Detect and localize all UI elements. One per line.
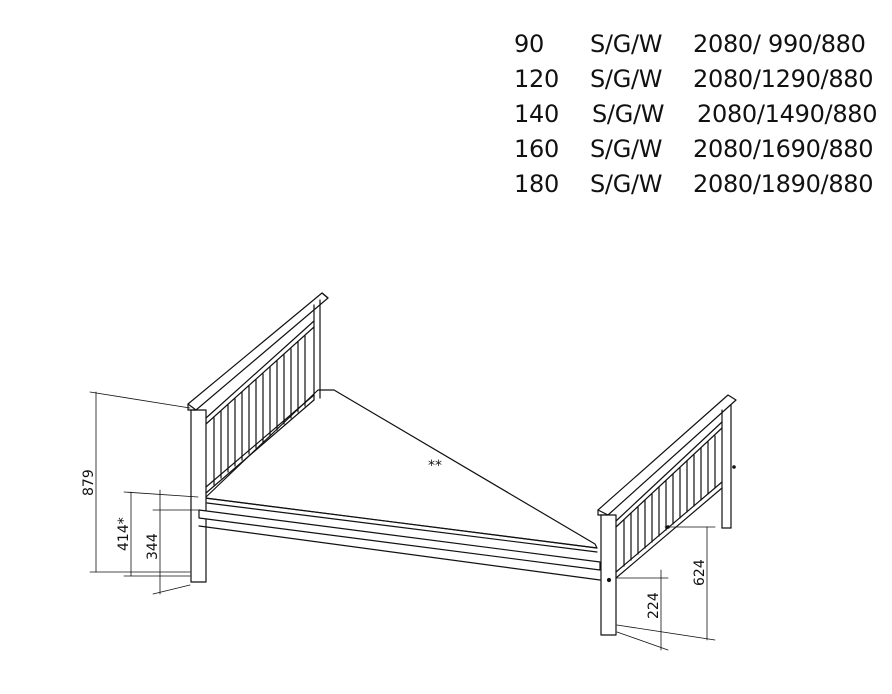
side-rail	[198, 509, 601, 581]
spec-finish: S/G/W	[590, 30, 663, 58]
spec-dimensions: 2080/ 990/880	[693, 30, 866, 58]
dim-label-underbed-clearance: 224	[646, 592, 662, 619]
spec-finish: S/G/W	[590, 170, 663, 198]
dim-label-headboard-height: 879	[81, 469, 97, 496]
spec-dimensions: 2080/1290/880	[693, 65, 874, 93]
mattress-note-marker: **	[428, 458, 442, 474]
dim-label-footboard-height: 624	[692, 559, 708, 586]
headboard	[187, 292, 329, 583]
spec-dimensions: 2080/1690/880	[693, 135, 874, 163]
dimension-lines	[89, 391, 716, 651]
spec-size: 120	[514, 65, 559, 93]
spec-finish: S/G/W	[590, 65, 663, 93]
spec-size: 90	[514, 30, 544, 58]
size-spec-table: 90 S/G/W 2080/ 990/880 120 S/G/W 2080/12…	[0, 0, 892, 210]
spec-size: 140	[514, 100, 559, 128]
mattress-deck	[204, 389, 598, 553]
spec-dimensions: 2080/1890/880	[693, 170, 874, 198]
spec-finish: S/G/W	[590, 135, 663, 163]
dim-label-frame-height: 344	[145, 533, 161, 560]
spec-finish: S/G/W	[592, 100, 665, 128]
footboard	[597, 394, 737, 636]
spec-size: 160	[514, 135, 559, 163]
spec-size: 180	[514, 170, 559, 198]
dim-label-sleeping-height: 414*	[116, 517, 132, 551]
spec-dimensions: 2080/1490/880	[697, 100, 878, 128]
